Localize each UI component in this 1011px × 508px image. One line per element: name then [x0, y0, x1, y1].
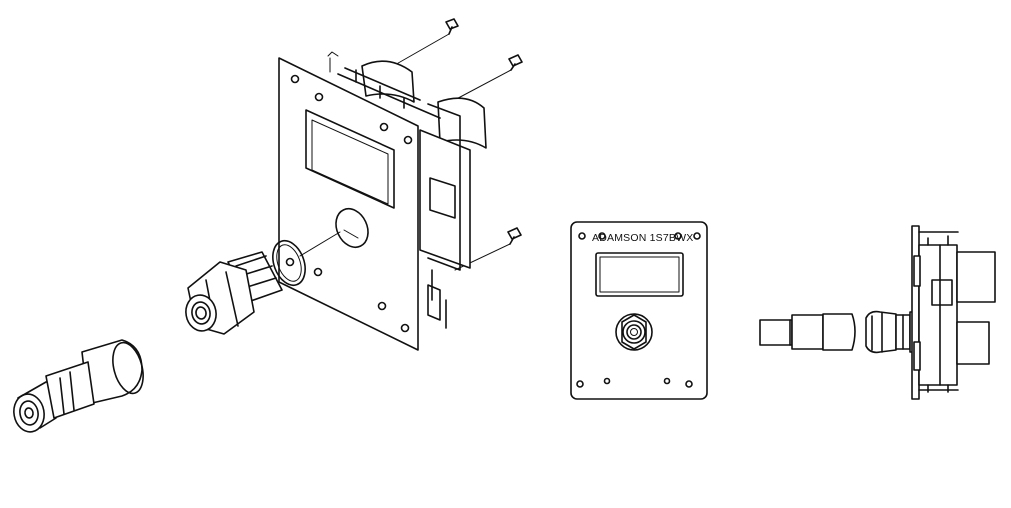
exploded-assembly-view — [13, 18, 523, 433]
side-can-bottom — [956, 321, 990, 365]
plug-tip — [759, 319, 793, 346]
panel-hole-bl — [576, 380, 584, 388]
screw-top-1 — [385, 18, 459, 71]
plate-hole — [377, 301, 387, 311]
side-housing — [911, 225, 996, 400]
plate-connector-hole — [335, 207, 369, 249]
front-panel-view: ADAMSON 1S7BWX — [570, 221, 708, 400]
panel-hole-tr — [693, 232, 701, 240]
panel-hole — [674, 232, 682, 240]
plate-hole-tr — [403, 135, 413, 145]
side-can-top — [956, 251, 996, 303]
panel-hole — [603, 377, 611, 385]
panel-hole — [663, 377, 671, 385]
panel-connector — [615, 313, 653, 351]
side-plug — [759, 313, 856, 351]
rear-housing — [327, 51, 487, 329]
plate-hole — [313, 267, 323, 277]
panel-plate — [570, 221, 708, 400]
panel-hole-br — [685, 380, 693, 388]
panel-hole — [598, 232, 606, 240]
plate-hole-bl — [285, 257, 295, 267]
plate-window — [305, 109, 395, 209]
panel-hole-tl — [578, 232, 586, 240]
screw-top-2 — [446, 54, 523, 105]
o-ring — [272, 231, 341, 287]
plate-hole — [379, 122, 389, 132]
plate-hole-br — [400, 323, 410, 333]
cable-plug — [13, 339, 144, 433]
plate-hole-tl — [290, 74, 300, 84]
cable-gland — [185, 251, 283, 335]
mounting-plate — [278, 57, 419, 351]
panel-display-window — [595, 252, 684, 297]
side-view-assembly — [759, 225, 996, 400]
panel-label: ADAMSON 1S7BWX — [592, 232, 693, 244]
side-plate — [911, 225, 920, 400]
plate-hole — [314, 92, 324, 102]
